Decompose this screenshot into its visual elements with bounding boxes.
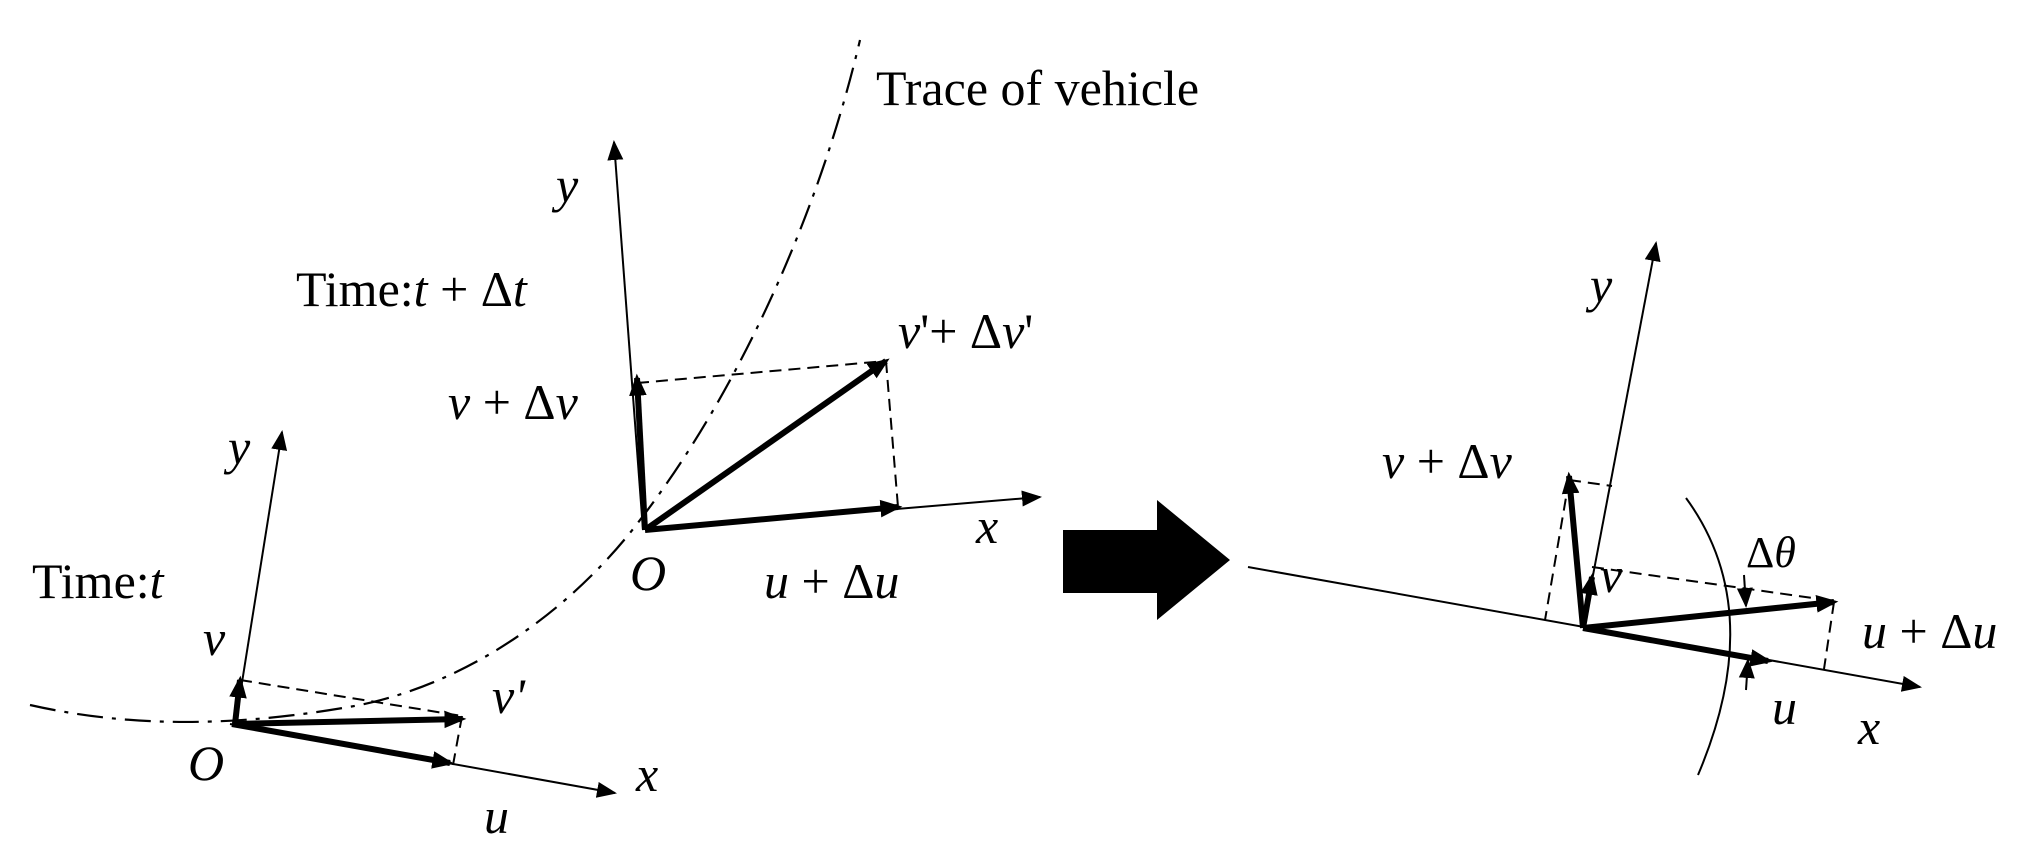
right-theta-label: Δθ [1746, 528, 1796, 577]
right-u-vector [1582, 625, 1773, 667]
right-v-label: v [1600, 547, 1623, 603]
middle-v-label: v + Δv [448, 374, 579, 430]
left-dash-top [239, 679, 463, 717]
vehicle-trace-curve [29, 39, 862, 724]
left-u-vector [231, 721, 455, 769]
frame-comparison [1247, 241, 1922, 776]
frame-time-t [229, 430, 617, 798]
right-y-axis [1582, 241, 1661, 629]
middle-origin-label: O [630, 545, 666, 601]
left-vprime-label: v' [492, 668, 526, 724]
right-dash-left [1544, 479, 1570, 621]
right-arc-arrow-upper [1736, 574, 1753, 608]
middle-y-label: y [551, 157, 579, 213]
right-y-label: y [1585, 257, 1613, 313]
right-x-label: x [1857, 699, 1880, 755]
left-u-label: u [484, 788, 509, 844]
frame-time-t-plus-dt [607, 140, 1042, 533]
right-u-du-label: u + Δu [1862, 603, 1997, 659]
middle-time-label: Time:t + Δt [296, 261, 528, 317]
middle-vprime-label: v'+ Δv' [898, 303, 1033, 359]
middle-x-label: x [975, 498, 998, 554]
left-y-axis [235, 430, 288, 721]
left-x-label: x [635, 746, 658, 802]
right-angle-arc [1685, 497, 1732, 776]
middle-dash-top [636, 360, 887, 384]
right-arc-arrow-lower [1738, 658, 1755, 691]
middle-dash-right [885, 360, 899, 508]
right-u-du-vector [1582, 595, 1839, 631]
middle-y-axis [607, 140, 644, 531]
middle-u-label: u + Δu [764, 553, 899, 609]
transition-arrow-icon [1063, 500, 1230, 620]
middle-vprime-vector [643, 358, 890, 533]
middle-u-vector [644, 499, 903, 533]
left-origin-label: O [188, 735, 224, 791]
left-y-label: y [223, 419, 251, 475]
right-dash-right [1823, 601, 1835, 670]
right-dash-top-vdv [1568, 479, 1613, 487]
right-v-dv-label: v + Δv [1382, 433, 1513, 489]
left-v-label: v [203, 610, 226, 666]
left-v-vector [229, 675, 247, 725]
left-dash-right [452, 715, 463, 766]
left-time-label: Time:t [32, 553, 165, 609]
right-dash-top-v [1591, 566, 1835, 602]
trace-label: Trace of vehicle [876, 60, 1199, 116]
right-u-label: u [1772, 679, 1797, 735]
right-v-dv-vector [1561, 471, 1586, 629]
middle-v-vector [629, 373, 648, 531]
left-vprime-vector [233, 710, 467, 729]
